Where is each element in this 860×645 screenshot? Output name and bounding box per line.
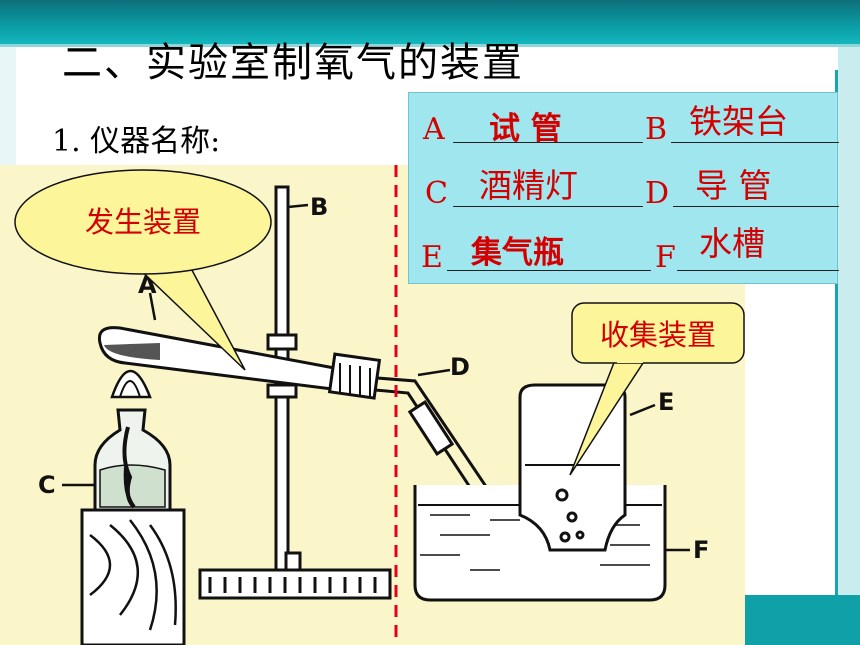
answer-box: A 试 管 B 铁架台 C 酒精灯 D 导 管 E 集气瓶 F <box>408 92 839 284</box>
apparatus-drawing: B A C D E F 发生装置 收集装置 <box>14 165 745 645</box>
label-c: C <box>38 471 56 499</box>
answer-letter-b: B <box>645 112 668 147</box>
slide-top-bar <box>0 0 860 44</box>
alcohol-lamp <box>93 369 172 512</box>
answer-text-a: 试 管 <box>489 111 562 147</box>
answer-slot-d: D 导 管 <box>645 157 839 217</box>
answer-slot-c: C 酒精灯 <box>409 157 643 217</box>
answer-text-c: 酒精灯 <box>479 166 578 205</box>
generation-callout: 发生装置 <box>14 169 272 371</box>
answer-slot-e: E 集气瓶 <box>409 221 651 281</box>
collection-callout: 收集装置 <box>569 302 745 476</box>
answer-row-3: E 集气瓶 F 水槽 <box>409 221 839 281</box>
leader-lines <box>62 203 690 552</box>
section-subtitle: 1. 仪器名称: <box>52 124 221 159</box>
answer-text-e: 集气瓶 <box>471 235 564 271</box>
answer-letter-d: D <box>645 176 670 211</box>
label-e: E <box>658 388 674 416</box>
answer-row-2: C 酒精灯 D 导 管 <box>409 157 839 217</box>
answer-text-d: 导 管 <box>695 166 772 205</box>
label-f: F <box>693 536 709 564</box>
slide-bottom-corner <box>745 595 860 645</box>
slide-top-accent-line <box>0 44 860 47</box>
wooden-block <box>80 508 186 645</box>
test-tube <box>97 326 382 400</box>
answer-slot-f: F 水槽 <box>655 221 839 281</box>
label-d: D <box>450 353 470 381</box>
answer-text-b: 铁架台 <box>689 102 788 141</box>
answer-letter-f: F <box>655 240 676 275</box>
answer-letter-a: A <box>423 112 445 147</box>
slide-right-band <box>838 47 860 645</box>
answer-letter-c: C <box>425 176 448 211</box>
answer-row-1: A 试 管 B 铁架台 <box>409 93 839 153</box>
apparatus-diagram: B A C D E F 发生装置 收集装置 <box>0 165 745 645</box>
answer-slot-a: A 试 管 <box>409 93 643 153</box>
answer-text-f: 水槽 <box>699 224 765 263</box>
label-b: B <box>310 193 328 221</box>
generation-callout-text: 发生装置 <box>85 205 201 239</box>
answer-slot-b: B 铁架台 <box>645 93 839 153</box>
collection-callout-text: 收集装置 <box>600 318 716 352</box>
answer-letter-e: E <box>421 240 443 275</box>
slide-right-accent <box>835 70 838 645</box>
slide-title: 二、实验室制氧气的装置 <box>62 40 524 86</box>
